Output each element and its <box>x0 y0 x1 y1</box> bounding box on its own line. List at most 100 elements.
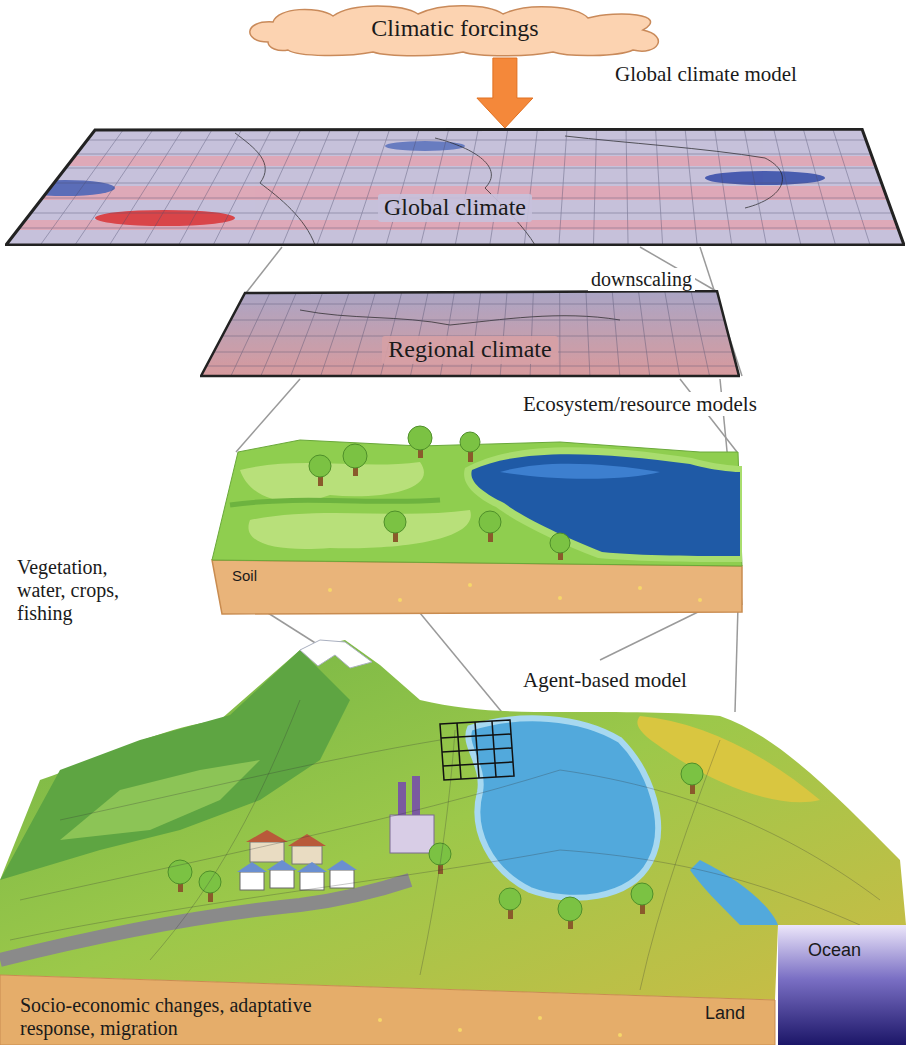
agent-grid <box>441 734 511 738</box>
landscape <box>468 718 658 897</box>
ecosystem-block <box>558 596 562 600</box>
ecosystem-block <box>398 598 402 602</box>
tree <box>343 444 367 468</box>
landscape <box>0 640 906 1045</box>
global-shape-part <box>5 140 905 141</box>
global-shape-part <box>5 168 905 169</box>
side-note: Vegetation, water, crops, fishing <box>14 556 160 625</box>
model-label: Global climate model <box>612 62 800 86</box>
regional-shape-part <box>201 291 739 376</box>
ecosystem-block <box>464 447 742 562</box>
global-shape-part <box>385 141 465 151</box>
ecosystem-block <box>698 598 702 602</box>
global-shape-part <box>5 128 905 246</box>
zoom-lines <box>600 611 700 660</box>
landscape <box>458 1028 462 1032</box>
factory <box>390 776 434 853</box>
tree <box>479 511 501 533</box>
regional-shape-part <box>230 290 271 378</box>
tree <box>168 763 703 929</box>
tree <box>558 897 582 921</box>
landscape <box>0 975 775 1045</box>
regional-shape <box>200 290 740 378</box>
global-shape-part <box>565 136 782 208</box>
regional-shape-part <box>200 304 740 305</box>
regional-shape-part <box>200 366 740 367</box>
mesh-lines <box>150 700 300 960</box>
agent-grid <box>440 720 514 780</box>
zoom-lines <box>246 247 282 293</box>
tree <box>384 511 406 533</box>
regional-shape-part <box>586 290 590 378</box>
landscape <box>0 650 350 880</box>
tree <box>408 426 432 450</box>
agent-grid <box>442 748 512 752</box>
ecosystem-block <box>212 440 742 566</box>
agent-grid <box>443 762 513 766</box>
mesh-lines <box>640 740 720 990</box>
ecosystem-block <box>230 500 440 505</box>
mesh-lines <box>60 740 440 820</box>
global-shape-part <box>5 128 905 246</box>
node-label: Climatic forcings <box>365 15 544 43</box>
house <box>250 842 284 862</box>
regional-shape-part <box>440 290 455 378</box>
tree <box>681 763 703 785</box>
tree <box>550 533 570 553</box>
regional-shape-part <box>559 290 560 378</box>
block-arrow <box>477 58 533 128</box>
layer-label: Soil <box>232 567 257 584</box>
cloud-shape-part <box>250 6 659 56</box>
tree <box>499 888 521 910</box>
house <box>237 862 267 872</box>
landscape <box>378 1018 382 1022</box>
ecosystem-block <box>212 426 742 614</box>
regional-shape-part <box>290 290 324 378</box>
house <box>300 872 324 890</box>
house <box>327 860 357 870</box>
house <box>297 862 327 872</box>
ecosystem-block <box>638 586 642 590</box>
regional-shape-part <box>691 290 710 378</box>
house <box>288 834 326 846</box>
regional-shape-part <box>320 290 350 378</box>
tree <box>309 455 331 477</box>
mesh-lines <box>420 730 455 975</box>
ecosystem-block <box>240 462 424 502</box>
regional-shape-part <box>300 310 620 325</box>
tree <box>199 871 221 893</box>
node-label: Global climate <box>378 194 532 222</box>
house <box>240 872 264 890</box>
mesh-lines <box>10 700 880 990</box>
node-text-wrap: Global climate <box>5 194 905 222</box>
regional-shape-part <box>200 290 740 378</box>
model-label: Ecosystem/resource models <box>520 392 760 416</box>
node-text-wrap: Regional climate <box>200 336 740 364</box>
process-label: downscaling <box>588 268 695 291</box>
regional-shape-part <box>200 290 740 378</box>
regional-shape-part <box>665 290 680 378</box>
regional-shape-part <box>500 290 507 378</box>
zoom-lines <box>236 379 300 452</box>
ecosystem-block <box>500 464 660 479</box>
landscape <box>778 925 906 1045</box>
global-shape-part <box>5 183 905 184</box>
node-text-wrap: Climatic forcings <box>238 15 672 43</box>
tree <box>631 883 653 905</box>
zoom-lines <box>735 606 738 712</box>
landscape <box>60 760 260 840</box>
landscape <box>300 640 372 668</box>
map-plane: Global climate <box>5 128 905 246</box>
regional-shape-part <box>350 290 376 378</box>
layer-label: Land <box>705 1003 745 1024</box>
regional-shape-part <box>638 290 650 378</box>
regional-shape-part <box>470 290 481 378</box>
house <box>267 860 297 870</box>
regional-shape-part <box>530 290 533 378</box>
cloud-node: Climatic forcings <box>238 2 672 58</box>
global-shape-part <box>15 180 115 196</box>
ecosystem-block <box>248 510 470 549</box>
global-shape <box>5 128 905 246</box>
ecosystem-block <box>471 454 740 556</box>
